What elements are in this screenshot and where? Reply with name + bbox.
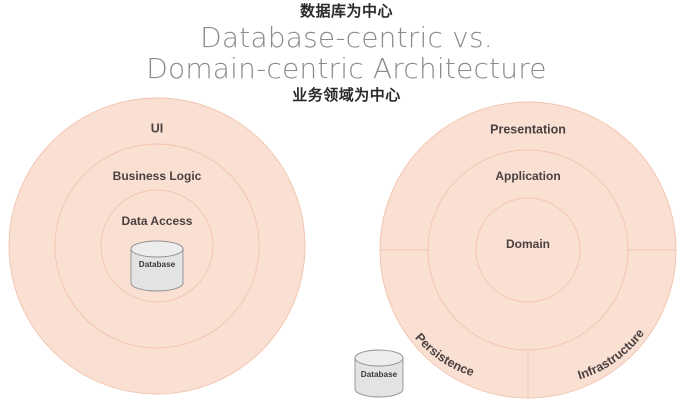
left-database-cylinder-label: Database [139,260,176,269]
right-architecture-group: Presentation Application Domain Persiste… [379,101,677,399]
left-ring-label-business-logic: Business Logic [113,169,202,183]
left-database-cylinder: Database [130,240,184,292]
right-ring-label-presentation: Presentation [490,122,566,136]
left-ring-label-ui: UI [151,121,164,135]
external-database-cylinder-label: Database [361,370,398,379]
right-ring-label-application: Application [495,169,560,183]
right-ring-presentation-fill [380,102,676,398]
left-ring-label-data-access: Data Access [122,214,193,228]
left-architecture-group: UI Business Logic Data Access Database [8,97,306,395]
left-ring-business-logic-outline [54,143,260,349]
right-ring-label-domain: Domain [506,237,550,251]
right-ring-domain-outline [475,197,581,303]
left-ring-ui-outline [8,97,306,395]
left-ring-data-access-outline [100,189,214,303]
external-database-cylinder: Database [354,349,404,398]
